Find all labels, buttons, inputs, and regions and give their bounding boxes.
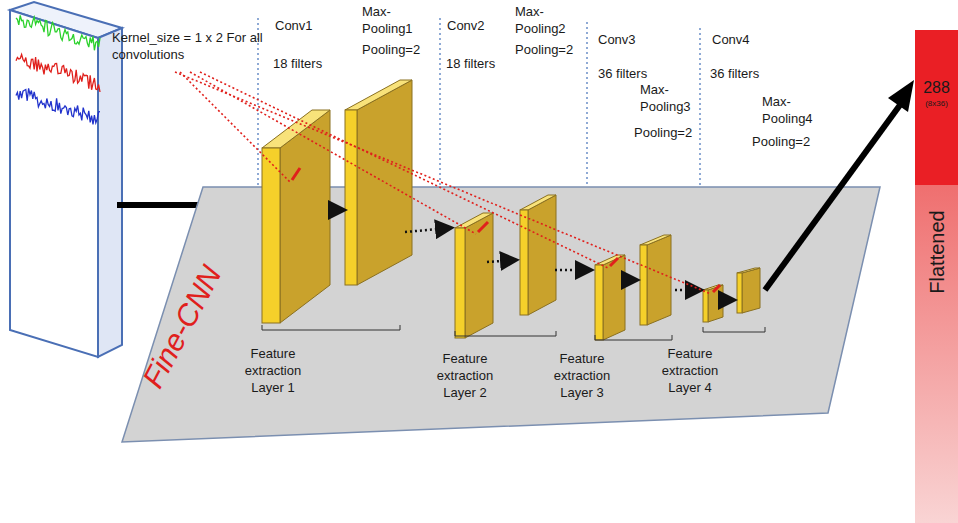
- block-face: [603, 255, 625, 340]
- block-front: [703, 290, 708, 322]
- network-plane: Fine-CNNFeature extraction Layer 1Featur…: [120, 186, 882, 444]
- block-front: [262, 148, 280, 323]
- annotation-label: 18 filters: [273, 56, 322, 73]
- kernel-mark: [478, 222, 488, 232]
- annotation-label: Pooling=2: [362, 42, 420, 59]
- vector-shape: (8x36): [925, 99, 948, 109]
- output-arrow: [765, 105, 900, 290]
- kernel-leader: [180, 72, 290, 182]
- kernel-mark: [610, 258, 618, 266]
- layer-bracket: [703, 327, 765, 332]
- kernel-leader: [190, 72, 476, 234]
- block-face: [280, 110, 330, 323]
- flow-arrow: [555, 269, 590, 272]
- kernel-leader: [175, 72, 711, 294]
- annotation-label: Conv4: [712, 32, 750, 49]
- output-arrowhead: [888, 80, 914, 112]
- input-signals: [10, 2, 122, 357]
- layer-bracket: [455, 331, 556, 336]
- flattened-vector: 288(8x36) Flattened: [915, 30, 958, 523]
- flow-arrow: [621, 279, 636, 282]
- block-top: [520, 195, 556, 210]
- feature-map-block: [737, 268, 760, 313]
- feature-map-block: [455, 213, 493, 338]
- block-face: [708, 285, 723, 322]
- annotation-label: 18 filters: [446, 56, 495, 73]
- block-face: [465, 213, 493, 338]
- block-front: [520, 210, 528, 315]
- annotation-label: Pooling=2: [752, 134, 810, 151]
- block-top: [455, 213, 493, 228]
- block-face: [647, 235, 671, 325]
- block-top: [345, 80, 412, 110]
- block-front: [640, 245, 647, 325]
- block-face: [742, 268, 760, 313]
- block-front: [345, 110, 357, 285]
- block-front: [737, 273, 742, 313]
- block-top: [640, 235, 671, 245]
- annotation-label: Conv1: [275, 18, 313, 35]
- annotation-label: Max-Pooling4: [762, 94, 814, 128]
- block-front: [455, 228, 465, 338]
- plane-outline: [122, 187, 880, 442]
- feature-map-block: [703, 285, 723, 322]
- feature-map-block: [345, 80, 412, 285]
- block-top: [703, 285, 723, 290]
- block-face: [528, 195, 556, 315]
- kernel-leader: [200, 72, 608, 268]
- signal-trace: [16, 15, 100, 50]
- block-face: [357, 80, 412, 285]
- block-top: [595, 255, 625, 265]
- feature-map-block: [520, 195, 556, 315]
- annotation-label: Max-Pooling1: [362, 4, 414, 38]
- annotation-label: Conv2: [447, 18, 485, 35]
- flow-arrow: [487, 260, 515, 262]
- flow-arrow: [720, 299, 733, 302]
- block-front: [595, 265, 603, 340]
- feature-map-block: [640, 235, 671, 325]
- annotation-label: 36 filters: [598, 66, 647, 83]
- flow-arrow: [405, 228, 450, 232]
- kernel-mark: [292, 168, 300, 180]
- plane-shape: [120, 186, 882, 444]
- block-top: [262, 110, 330, 148]
- layer-caption: Feature extraction Layer 1: [230, 346, 316, 397]
- layer-bracket: [262, 325, 400, 330]
- signal-trace: [16, 88, 100, 124]
- vector-size: 288: [923, 78, 950, 99]
- annotation-label: Pooling=2: [634, 125, 692, 142]
- annotation-label: Max-Pooling2: [515, 4, 567, 38]
- vector-title: Flattened: [924, 210, 950, 293]
- annotation-label: Max-Pooling3: [640, 82, 692, 116]
- feature-map-block: [595, 255, 625, 340]
- kernel-mark: [713, 285, 720, 292]
- signal-trace: [16, 55, 100, 93]
- annotation-label: Pooling=2: [515, 42, 573, 59]
- layer-caption: Feature extraction Layer 2: [420, 351, 510, 402]
- flow-arrow: [675, 289, 700, 292]
- block-top: [737, 268, 760, 273]
- annotation-label: 36 filters: [710, 66, 759, 83]
- annotation-label: Conv3: [598, 32, 636, 49]
- annotation-label: Kernel_size = 1 x 2 For all convolutions: [112, 30, 282, 64]
- layer-caption: Feature extraction Layer 4: [650, 346, 730, 397]
- layer-caption: Feature extraction Layer 3: [542, 351, 622, 402]
- layer-bracket: [595, 335, 672, 340]
- feature-map-block: [262, 110, 330, 323]
- flow-arrow: [332, 209, 343, 212]
